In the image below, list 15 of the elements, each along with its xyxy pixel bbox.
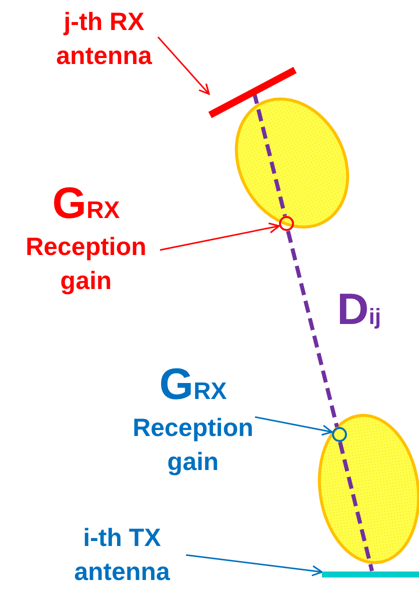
distance-line xyxy=(286,230,339,428)
callout-label: GRX Reception gain xyxy=(6,185,166,301)
distance-line xyxy=(338,442,374,572)
gain-point-marker xyxy=(332,427,347,442)
antenna-bar xyxy=(322,571,419,578)
callout-label: j-th RX antenna xyxy=(40,5,168,75)
arrow xyxy=(254,416,333,436)
arrow xyxy=(186,554,323,576)
callout-label: i-th TX antenna xyxy=(58,521,186,593)
antenna-bar xyxy=(207,66,298,121)
gain-point-marker xyxy=(279,216,294,231)
arrow xyxy=(160,222,280,251)
arrow xyxy=(157,36,210,95)
callout-label: GRX Reception gain xyxy=(116,366,270,484)
distance-line xyxy=(252,92,287,216)
